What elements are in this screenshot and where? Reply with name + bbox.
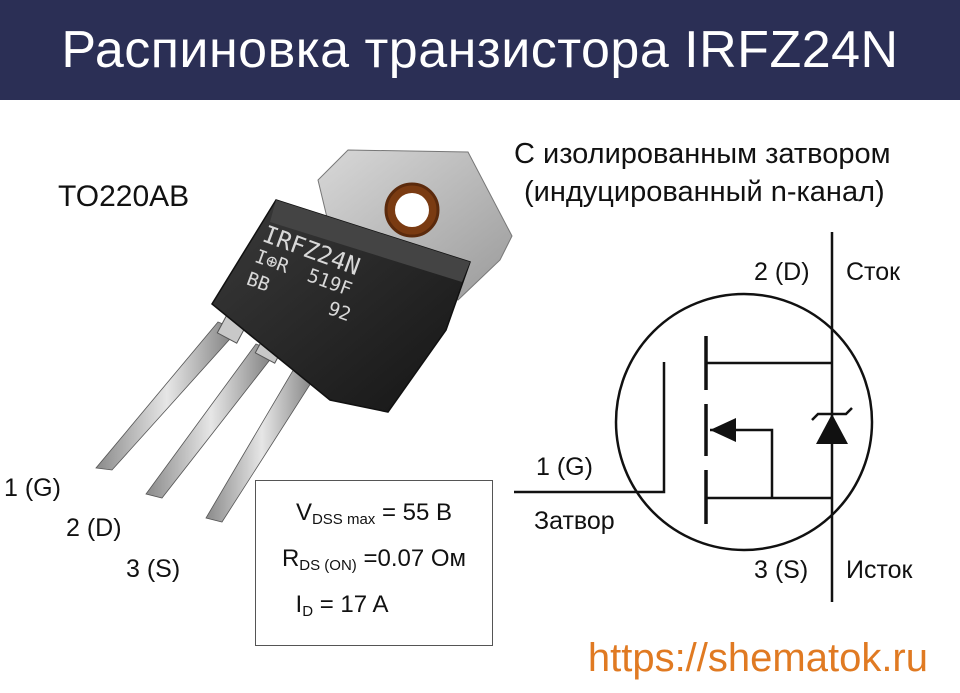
schematic-subtitle-2: (индуцированный n-канал) — [524, 176, 885, 208]
page-title: Распиновка транзистора IRFZ24N — [61, 21, 899, 79]
spec-vdss: VDSS max = 55 В — [295, 499, 453, 528]
gate-name: Затвор — [534, 507, 615, 535]
drain-pin-label: 2 (D) — [754, 258, 810, 286]
diode-icon — [816, 414, 848, 444]
source-pin-label: 3 (S) — [754, 556, 809, 584]
leg-label-drain: 2 (D) — [66, 514, 122, 542]
symbol-circle — [614, 292, 874, 552]
spec-rds: RDS (ON) =0.07 Ом — [281, 545, 467, 574]
leg-label-gate: 1 (G) — [4, 474, 61, 502]
source-name: Исток — [846, 556, 913, 584]
spec-box: VDSS max = 55 В RDS (ON) =0.07 Ом ID = 1… — [255, 480, 493, 646]
spec-id: ID = 17 A — [295, 591, 389, 620]
gate-lead — [514, 362, 666, 494]
package-label: TO220AB — [58, 180, 190, 213]
website-link[interactable]: https://shematok.ru — [587, 636, 928, 680]
schematic-subtitle-1: С изолированным затвором — [514, 138, 891, 170]
body-arrow-icon — [710, 418, 736, 442]
drain-name: Сток — [846, 258, 901, 286]
title-banner — [0, 0, 960, 100]
leg-label-source: 3 (S) — [126, 555, 181, 583]
gate-pin-label: 1 (G) — [536, 453, 593, 481]
